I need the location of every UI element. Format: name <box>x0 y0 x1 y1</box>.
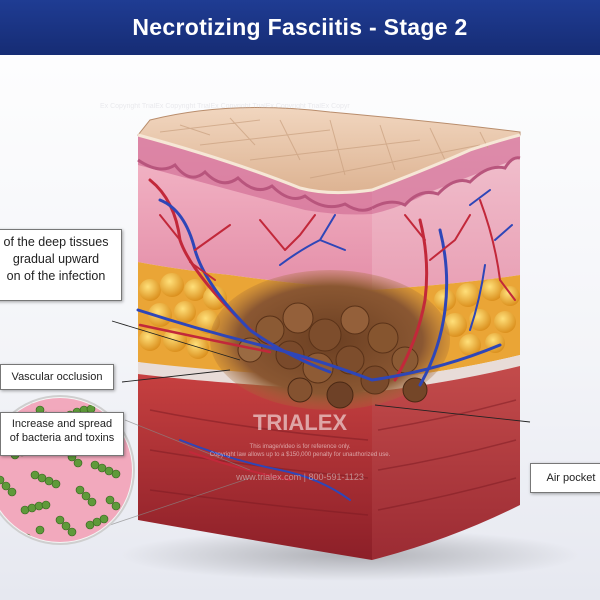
watermark-notice-2: Copyright law allows up to a $150,000 pe… <box>210 452 391 458</box>
watermark-copyright: Ex Copyright TrialEx Copyright TrialEx C… <box>100 103 350 110</box>
vascular-occlusion-label: Vascular occlusion <box>11 371 103 383</box>
bacteria-line-2: of bacteria and toxins <box>9 432 115 444</box>
watermark-notice-1: This image/video is for reference only. <box>250 444 351 450</box>
watermark: TRIALEX This image/video is for referenc… <box>210 410 391 482</box>
watermark-brand: TRIALEX <box>253 410 347 435</box>
deep-tissue-callout: of the deep tissues gradual upward on of… <box>0 229 122 301</box>
illustration-area: TRIALEX This image/video is for referenc… <box>0 55 600 600</box>
air-pocket-label: Air pocket <box>546 472 596 484</box>
tissue-illustration: TRIALEX This image/video is for referenc… <box>0 103 580 581</box>
deep-tissue-line-1: of the deep tissues <box>3 235 109 249</box>
air-pocket-callout: Air pocket <box>530 463 600 493</box>
bacteria-line-1: Increase and spread <box>11 418 113 430</box>
title-bar: Necrotizing Fasciitis - Stage 2 <box>0 0 600 55</box>
page-title: Necrotizing Fasciitis - Stage 2 <box>132 14 468 40</box>
skin-surface <box>137 107 521 195</box>
deep-tissue-line-2: gradual upward <box>12 252 100 266</box>
bacteria-callout: Increase and spread of bacteria and toxi… <box>0 412 124 456</box>
deep-tissue-line-3: on of the infection <box>6 269 106 283</box>
copyright-line-1: Ex Copyright TrialEx Copyright TrialEx C… <box>100 103 350 110</box>
necrotic-tissue <box>210 270 450 410</box>
block-right-face <box>371 135 521 560</box>
watermark-site: www.trialex.com | 800-591-1123 <box>235 472 364 482</box>
blood-vessels <box>136 178 516 501</box>
vascular-occlusion-callout: Vascular occlusion <box>0 364 114 390</box>
leader-lines <box>111 320 531 423</box>
